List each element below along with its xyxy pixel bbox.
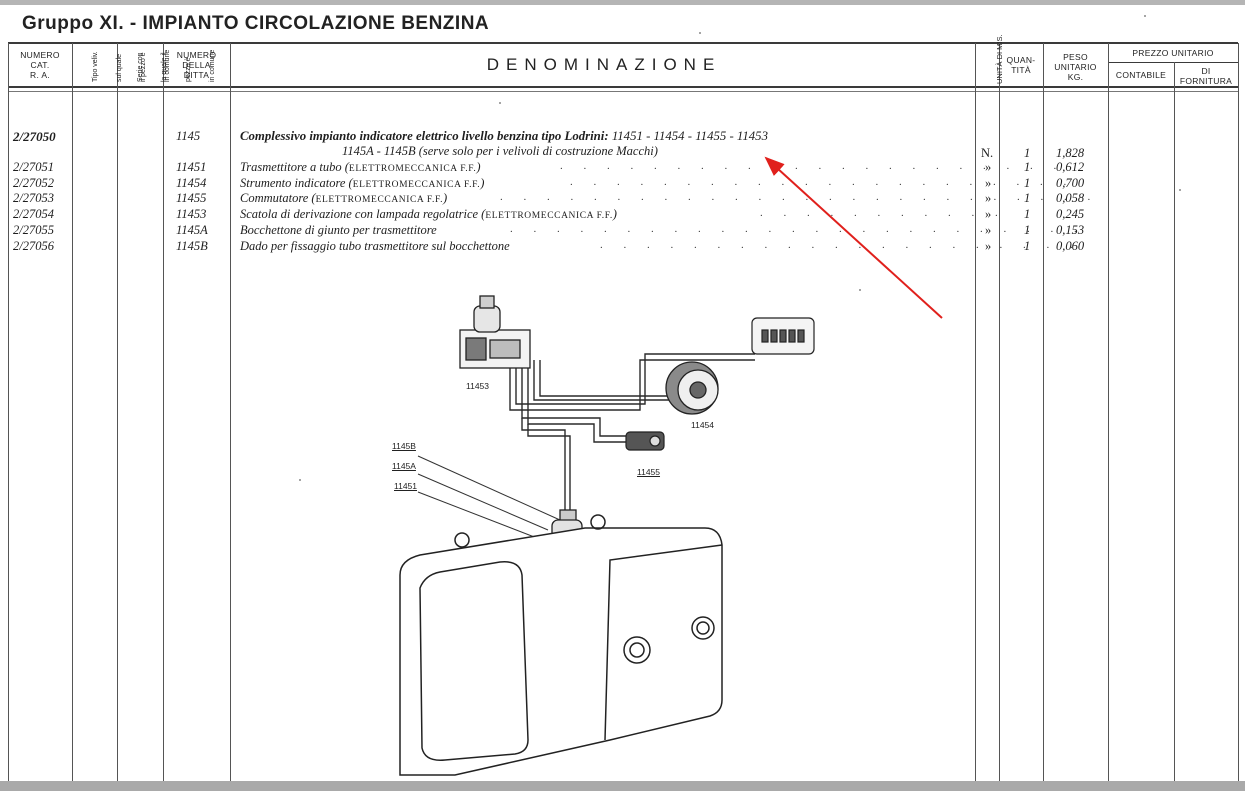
row-ditta-number: 1145B [176, 239, 208, 253]
col-line [72, 43, 73, 781]
top-border [0, 0, 1245, 5]
fuel-tank [399, 514, 723, 776]
leader-dots: . . . . . . . . . . . . . . . . . . . . … [570, 176, 1076, 188]
row-unit: N. [981, 146, 994, 160]
row-description-cont: 1145A - 1145B (serve solo per i velivoli… [342, 144, 658, 158]
row-unit: » [985, 223, 992, 237]
commutator-switch [625, 431, 665, 451]
row-qty: 1 [1024, 223, 1031, 237]
row-ditta-number: 11451 [176, 160, 207, 174]
label-11451: 11451 [394, 481, 418, 491]
row-cat-number: 2/27052 [13, 176, 54, 190]
row-cat-number: 2/27051 [13, 160, 54, 174]
col-line [1043, 43, 1044, 781]
row-cat-number: 2/27053 [13, 191, 54, 205]
label-1145b: 1145B [392, 441, 416, 451]
header-prezzo-unitario: PREZZO UNITARIO [1132, 48, 1214, 58]
leader-dots: . . . . . . . . . . . . . . . . . . . . … [600, 239, 1082, 251]
row-qty: 1 [1024, 146, 1031, 160]
row-unit: » [985, 207, 992, 221]
indicator-strip [751, 317, 815, 355]
row-ditta-number: 11453 [176, 207, 207, 221]
annotation-arrow [764, 156, 943, 319]
row-description: Complessivo impianto indicatore elettric… [240, 129, 768, 143]
row-peso: 0,700 [1056, 176, 1085, 190]
col-line [8, 43, 9, 781]
col-line [999, 43, 1000, 781]
price-split-rule [1108, 62, 1238, 63]
header-bottom-rule [8, 86, 1238, 88]
derivation-box [459, 295, 531, 369]
col-line [975, 43, 976, 781]
header-numero-cat: NUMERO CAT. R. A. [20, 50, 60, 80]
leader-dots: . . . . . . . . . . . [760, 207, 1007, 219]
label-derivation-box: 11453 [466, 381, 490, 391]
row-peso: 0,245 [1056, 207, 1085, 221]
header-sub-rule [8, 91, 1238, 92]
bottom-border [0, 781, 1245, 791]
col-line [117, 43, 118, 781]
header-fornitura: DI FORNITURA [1179, 66, 1233, 86]
row-peso: 0,060 [1056, 239, 1085, 253]
row-unit: » [985, 176, 992, 190]
label-gauge: 11454 [691, 420, 715, 430]
row-description: Commutatore (ELETTROMECCANICA F.F.) [240, 191, 448, 205]
row-description: Dado per fissaggio tubo trasmettitore su… [240, 239, 510, 253]
row-ditta-number: 1145 [176, 129, 201, 143]
row-peso: 0,153 [1056, 223, 1085, 237]
row-description: Strumento indicatore (ELETTROMECCANICA F… [240, 176, 485, 190]
header-numero-ditta: NUMERO DELLA DITTA [176, 50, 217, 80]
row-unit: » [985, 239, 992, 253]
row-description: Trasmettitore a tubo (ELETTROMECCANICA F… [240, 160, 481, 174]
indicator-gauge [665, 361, 719, 415]
row-ditta-number: 11454 [176, 176, 207, 190]
header-quantita: QUAN- TITÀ [1006, 55, 1036, 75]
label-leaders [417, 455, 561, 546]
row-cat-number: 2/27050 [13, 129, 56, 144]
row-description: Scatola di derivazione con lampada regol… [240, 207, 617, 221]
page-title: Gruppo XI. - IMPIANTO CIRCOLAZIONE BENZI… [22, 13, 490, 34]
col-line [1174, 62, 1175, 781]
row-qty: 1 [1024, 176, 1031, 190]
row-qty: 1 [1024, 191, 1031, 205]
row-peso: 1,828 [1056, 146, 1085, 160]
print-specks [299, 15, 1181, 481]
leader-dots: . . . . . . . . . . . . . . . . . . . . … [560, 160, 1066, 172]
col-line [1108, 43, 1109, 781]
row-cat-number: 2/27054 [13, 207, 54, 221]
leader-dots: . . . . . . . . . . . . . . . . . . . . … [500, 191, 1100, 203]
row-peso: 0,058 [1056, 191, 1085, 205]
table-top-rule [8, 42, 1238, 44]
header-denominazione: DENOMINAZIONE [486, 55, 722, 74]
header-peso: PESO UNITARIO KG. [1054, 52, 1097, 82]
leader-dots: . . . . . . . . . . . . . . . . . . . . … [510, 223, 1086, 235]
label-switch: 11455 [637, 467, 661, 477]
row-unit: » [985, 160, 992, 174]
row-cat-number: 2/27056 [13, 239, 54, 253]
row-description: Bocchettone di giunto per trasmettitore [240, 223, 437, 237]
row-qty: 1 [1024, 160, 1031, 174]
row-qty: 1 [1024, 207, 1031, 221]
row-ditta-number: 11455 [176, 191, 207, 205]
col-line [230, 43, 231, 781]
row-unit: » [985, 191, 992, 205]
label-1145a: 1145A [392, 461, 416, 471]
row-qty: 1 [1024, 239, 1031, 253]
row-ditta-number: 1145A [176, 223, 208, 237]
row-cat-number: 2/27055 [13, 223, 54, 237]
header-contabile: CONTABILE [1115, 70, 1167, 80]
col-line [163, 43, 164, 781]
row-peso: 0,612 [1056, 160, 1085, 174]
col-line [1238, 43, 1239, 781]
